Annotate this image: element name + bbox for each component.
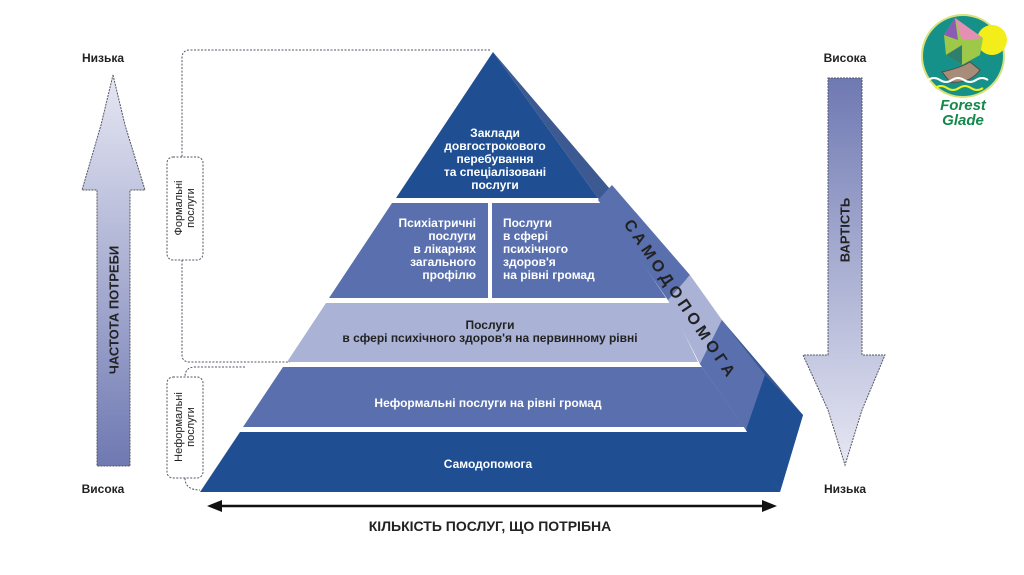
informal-line: Неформальні — [173, 392, 185, 462]
tier5-shape — [200, 432, 780, 492]
tier2-left-label: Психіатричні послуги в лікарнях загально… — [384, 216, 477, 282]
formal-line: Формальні — [173, 180, 185, 236]
tier1-label: Заклади довгострокового перебування та с… — [444, 127, 546, 192]
cost-arrow — [802, 77, 886, 467]
tier2-left-line: послуги — [428, 229, 476, 243]
tier2-left-line: профілю — [422, 268, 476, 282]
tier3-line: Послуги — [465, 318, 515, 332]
tier2-left-line: Психіатричні — [398, 216, 477, 230]
tier1-shape — [396, 52, 598, 198]
formal-services-label: Формальні послуги — [173, 181, 197, 236]
tier4-label: Неформальні послуги на рівні громад — [374, 396, 602, 410]
informal-bracket — [184, 366, 245, 491]
quantity-arrow-label: КІЛЬКІСТЬ ПОСЛУГ, ЩО ПОТРІБНА — [368, 518, 612, 534]
logo-line2: Glade — [942, 112, 984, 129]
tier2-right-line: здоров'я — [503, 255, 556, 269]
formal-line: послуги — [185, 188, 197, 228]
logo-line1: Forest — [940, 97, 986, 114]
tier3-label: Послуги в сфері психічного здоров'я на п… — [342, 319, 637, 345]
tier1-line: послуги — [471, 178, 519, 192]
right-axis-top-label: Висока — [823, 51, 867, 65]
logo-text: Forest Glade — [923, 98, 1003, 128]
tier5-label: Самодопомога — [443, 457, 533, 471]
forest-glade-logo — [921, 14, 1007, 98]
tier1-line: Заклади — [470, 126, 520, 140]
tier2-shape — [329, 203, 666, 298]
formal-bracket — [181, 49, 490, 363]
tier1-line: та спеціалізовані — [443, 165, 547, 179]
frequency-arrow — [81, 74, 146, 467]
tier2-left-line: загального — [410, 255, 476, 269]
left-axis-top-label: Низька — [81, 51, 125, 65]
tier2-right-line: на рівні громад — [503, 268, 595, 282]
tier3-line: в сфері психічного здоров'я на первинном… — [342, 331, 638, 345]
tier3-shape — [287, 303, 698, 362]
tier2-right-line: психічного — [503, 242, 569, 256]
tier2-right-line: в сфері — [503, 229, 549, 243]
tier2-right-label: Послуги в сфері психічного здоров'я на р… — [503, 217, 595, 282]
left-axis-bottom-label: Висока — [81, 482, 125, 496]
informal-services-label: Неформальні послуги — [173, 392, 197, 462]
tier2-left-line: в лікарнях — [413, 242, 476, 256]
tier2-right-line: Послуги — [503, 216, 552, 230]
tier1-line: перебування — [456, 152, 534, 166]
tier4-shape — [243, 367, 744, 427]
informal-line: послуги — [185, 407, 197, 447]
tier1-line: довгострокового — [444, 139, 546, 153]
frequency-arrow-label: ЧАСТОТА ПОТРЕБИ — [106, 245, 122, 375]
right-axis-bottom-label: Низька — [823, 482, 867, 496]
cost-arrow-label: ВАРТІСТЬ — [837, 197, 853, 263]
